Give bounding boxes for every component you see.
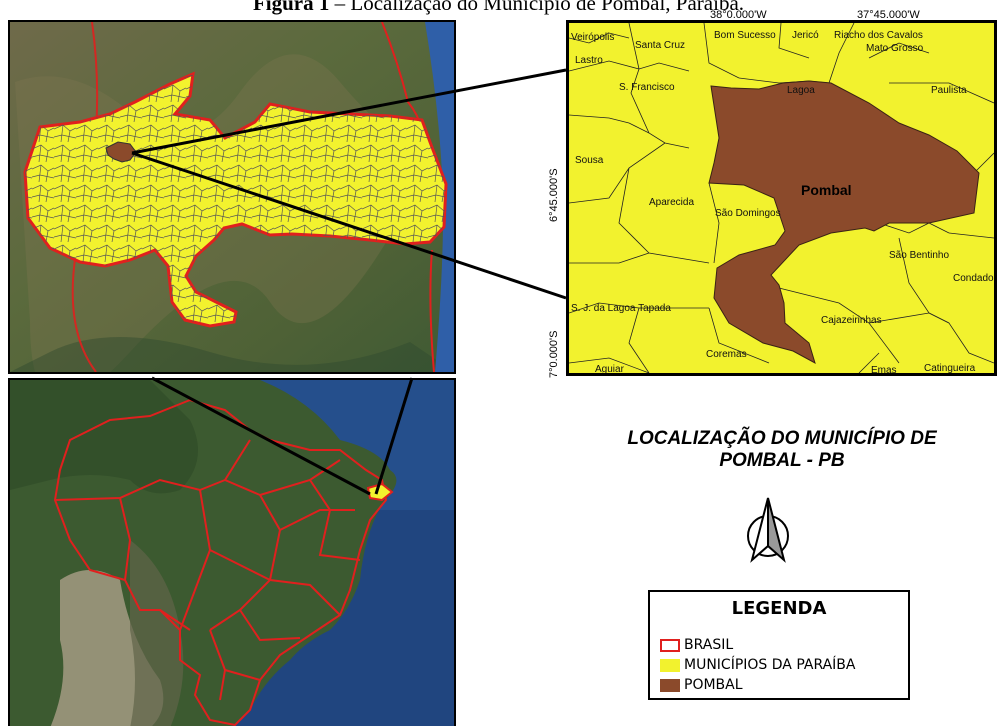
map-legend: LEGENDA BRASIL MUNICÍPIOS DA PARAÍBA POM… [648,590,910,700]
paraiba-map [10,22,454,372]
pombal-highlight [105,141,137,163]
paraiba-map-panel [8,20,456,374]
label-s-francisco: S. Francisco [619,82,675,93]
legend-swatch-municipios [660,658,680,672]
label-santa-cruz: Santa Cruz [635,40,685,51]
map-title: LOCALIZAÇÃO DO MUNICÍPIO DE POMBAL - PB [572,428,992,472]
legend-label-brasil: BRASIL [684,637,734,653]
label-aparecida: Aparecida [649,197,694,208]
label-condado: Condado [953,273,994,284]
caption-label: Figura 1 [252,0,330,15]
figure-caption: Figura 1 – Localização do Município de P… [0,0,997,15]
caption-text: – Localização do Município de Pombal, Pa… [329,0,745,15]
map-title-line1: LOCALIZAÇÃO DO MUNICÍPIO DE [627,428,937,449]
label-sao-domingos: São Domingos [715,208,781,219]
label-aguiar: Aguiar [595,364,625,373]
brazil-map-panel [8,378,456,726]
label-sao-bentinho: São Bentinho [889,250,949,261]
legend-item-brasil: BRASIL [660,636,733,654]
label-paulista: Paulista [931,85,967,96]
paraiba-municipalities [25,74,446,326]
label-bom-sucesso: Bom Sucesso [714,30,776,41]
state-border-south [429,249,435,372]
label-veiropolis: Veirópolis [571,32,614,43]
label-emas: Emas [871,365,897,373]
label-mato-grosso: Mato Grosso [866,43,924,54]
label-coremas: Coremas [706,349,747,360]
brazil-map [10,380,454,726]
label-sousa: Sousa [575,155,604,166]
lon-label-1: 38°0.000'W [710,9,767,21]
lat-label-2: 7°0.000'S [548,330,560,378]
label-jerico: Jericó [792,30,819,41]
lon-label-2: 37°45.000'W [857,9,920,21]
legend-swatch-brasil [660,638,680,652]
label-sj-lagoa-tapada: S. J. da Lagoa Tapada [571,303,671,314]
ocean [425,22,454,372]
pombal-municipality [708,80,980,365]
legend-label-municipios: MUNICÍPIOS DA PARAÍBA [684,657,856,673]
label-lastro: Lastro [575,55,603,66]
label-pombal: Pombal [801,182,852,198]
north-arrow-icon [747,497,789,563]
pombal-inset-panel: Veirópolis Santa Cruz Bom Sucesso Jericó… [566,20,997,376]
pombal-inset-map: Veirópolis Santa Cruz Bom Sucesso Jericó… [569,23,994,373]
legend-swatch-pombal [660,678,680,692]
legend-item-pombal: POMBAL [660,676,743,694]
label-riacho-dos-cavalos: Riacho dos Cavalos [834,30,923,41]
legend-label-pombal: POMBAL [684,677,743,693]
lat-label-1: 6°45.000'S [548,168,560,222]
map-title-line2: POMBAL - PB [719,450,845,471]
legend-item-municipios: MUNICÍPIOS DA PARAÍBA [660,656,856,674]
municipality-boundaries [569,23,994,373]
label-cajazeirinhas: Cajazeirinhas [821,315,882,326]
label-catingueira: Catingueira [924,363,976,373]
legend-title: LEGENDA [731,598,827,619]
label-lagoa: Lagoa [787,85,815,96]
